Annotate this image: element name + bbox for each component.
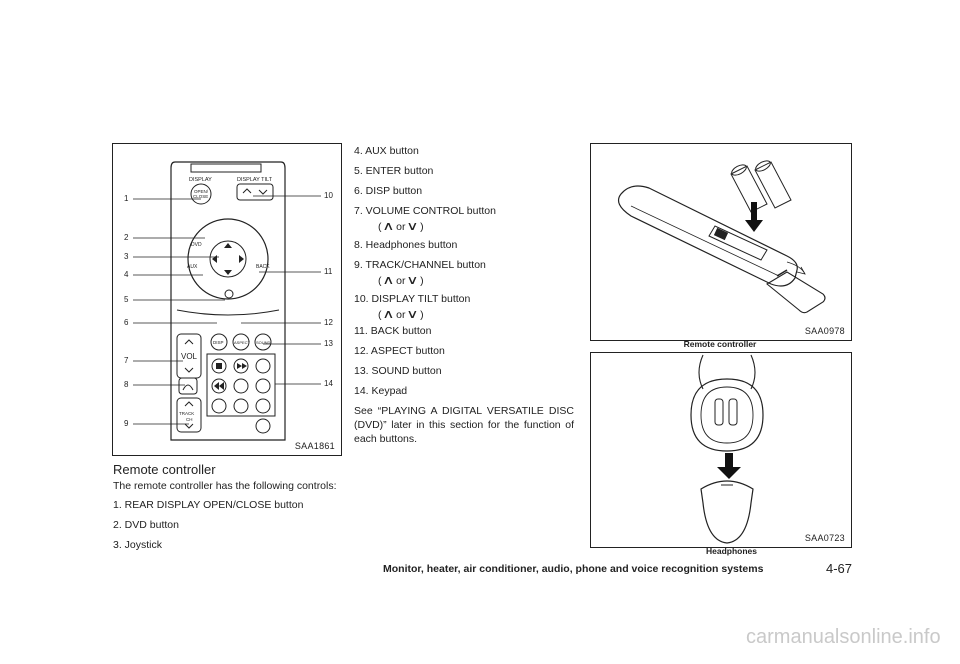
paren-close: ): [420, 275, 424, 287]
figure-code-battery: SAA0978: [804, 326, 845, 336]
sound-label: SOUND: [256, 340, 271, 345]
chevron-down-icon: ∨: [406, 273, 419, 287]
list-item-14: 14. Keypad: [354, 385, 408, 397]
display-tilt-label: DISPLAY TILT: [237, 177, 273, 183]
list-item-6: 6. DISP button: [354, 185, 423, 197]
chevron-down-icon: ∨: [406, 219, 419, 233]
list-item-3: 3. Joystick: [113, 539, 163, 551]
callout-7: 7: [124, 356, 129, 365]
open-close-label-1: OPEN/: [194, 189, 209, 194]
track-label: TRACK: [179, 411, 194, 416]
section-intro: The remote controller has the following …: [113, 480, 337, 492]
remote-controller-figure: DISPLAY DISPLAY TILT OPEN/ CLOSE DVD AUX…: [112, 143, 342, 456]
list-item-9: 9. TRACK/CHANNEL button: [354, 259, 486, 271]
list-item-8: 8. Headphones button: [354, 239, 458, 251]
callout-10: 10: [324, 191, 333, 200]
callout-12: 12: [324, 318, 333, 327]
list-item-10: 10. DISPLAY TILT button: [354, 293, 471, 305]
headphones-figure: SAA0723: [590, 352, 852, 548]
list-item-13: 13. SOUND button: [354, 365, 442, 377]
chapter-footer: Monitor, heater, air conditioner, audio,…: [383, 563, 764, 575]
headphones-figure-caption: Headphones: [706, 546, 758, 556]
callout-3: 3: [124, 252, 129, 261]
battery-illustration: [618, 160, 826, 314]
tilt-sub-line: ( ∧ or ∨ ): [378, 307, 424, 321]
chevron-up-icon: ∧: [382, 307, 395, 321]
watermark-text: carmanualsonline.info: [746, 626, 941, 648]
disp-label: DISP: [213, 340, 224, 345]
list-item-1: 1. REAR DISPLAY OPEN/CLOSE button: [113, 499, 304, 511]
or-word: or: [396, 275, 406, 287]
list-item-12: 12. ASPECT button: [354, 345, 445, 357]
paren-close: ): [420, 221, 424, 233]
callout-4: 4: [124, 270, 129, 279]
aspect-label: ASPECT: [234, 340, 251, 345]
aux-label: AUX: [187, 264, 198, 270]
list-item-11: 11. BACK button: [354, 325, 432, 337]
paren-open: (: [378, 275, 382, 287]
list-item-4: 4. AUX button: [354, 145, 419, 157]
callout-6: 6: [124, 318, 129, 327]
paren-close: ): [420, 309, 424, 321]
vol-label: VOL: [181, 352, 198, 361]
callout-14: 14: [324, 379, 333, 388]
back-label: BACK: [256, 264, 270, 270]
callout-5: 5: [124, 295, 129, 304]
track-sub-line: ( ∧ or ∨ ): [378, 273, 424, 287]
callout-2: 2: [124, 233, 129, 242]
open-close-label-2: CLOSE: [193, 194, 208, 199]
figure-code-headphones: SAA0723: [804, 533, 845, 543]
chevron-down-icon: ∨: [406, 307, 419, 321]
callout-8: 8: [124, 380, 129, 389]
page-number: 4-67: [826, 561, 853, 576]
volume-sub-line: ( ∧ or ∨ ): [378, 219, 424, 233]
list-item-2: 2. DVD button: [113, 519, 179, 531]
chevron-up-icon: ∧: [382, 219, 395, 233]
list-item-7: 7. VOLUME CONTROL button: [354, 205, 496, 217]
paren-open: (: [378, 309, 382, 321]
callout-11: 11: [324, 267, 333, 276]
ch-label: CH: [186, 417, 193, 422]
battery-figure: SAA0978: [590, 143, 852, 341]
display-label: DISPLAY: [189, 177, 212, 183]
see-reference-paragraph: See “PLAYING A DIGITAL VERSATILE DISC (D…: [354, 405, 574, 445]
or-word: or: [396, 309, 406, 321]
remote-controller-illustration: DISPLAY DISPLAY TILT OPEN/ CLOSE DVD AUX…: [133, 161, 321, 441]
chevron-up-icon: ∧: [382, 273, 395, 287]
dvd-label: DVD: [191, 242, 202, 248]
or-word: or: [396, 221, 406, 233]
callout-1: 1: [124, 194, 129, 203]
battery-figure-caption: Remote controller: [683, 339, 757, 349]
list-item-5: 5. ENTER button: [354, 165, 434, 177]
headphones-illustration: [690, 354, 764, 544]
figure-code-remote: SAA1861: [294, 441, 335, 451]
callout-9: 9: [124, 419, 129, 428]
callout-13: 13: [324, 339, 333, 348]
paren-open: (: [378, 221, 382, 233]
section-heading: Remote controller: [113, 462, 216, 477]
